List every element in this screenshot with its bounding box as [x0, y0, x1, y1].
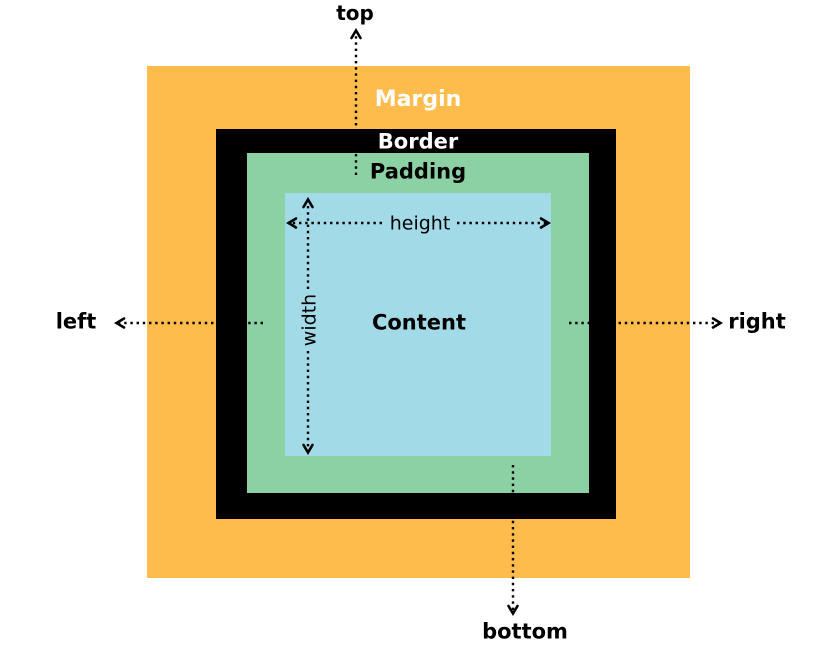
bottom-label: bottom — [482, 619, 568, 644]
padding-label: Padding — [369, 159, 467, 184]
left-label: left — [55, 309, 97, 334]
margin-label: Margin — [374, 87, 462, 112]
border-label: Border — [377, 129, 459, 154]
height-label: height — [389, 212, 451, 235]
right-label: right — [728, 309, 786, 334]
width-label: width — [298, 293, 321, 347]
content-box — [285, 193, 551, 456]
top-label: top — [336, 1, 374, 25]
content-label: Content — [371, 310, 467, 335]
